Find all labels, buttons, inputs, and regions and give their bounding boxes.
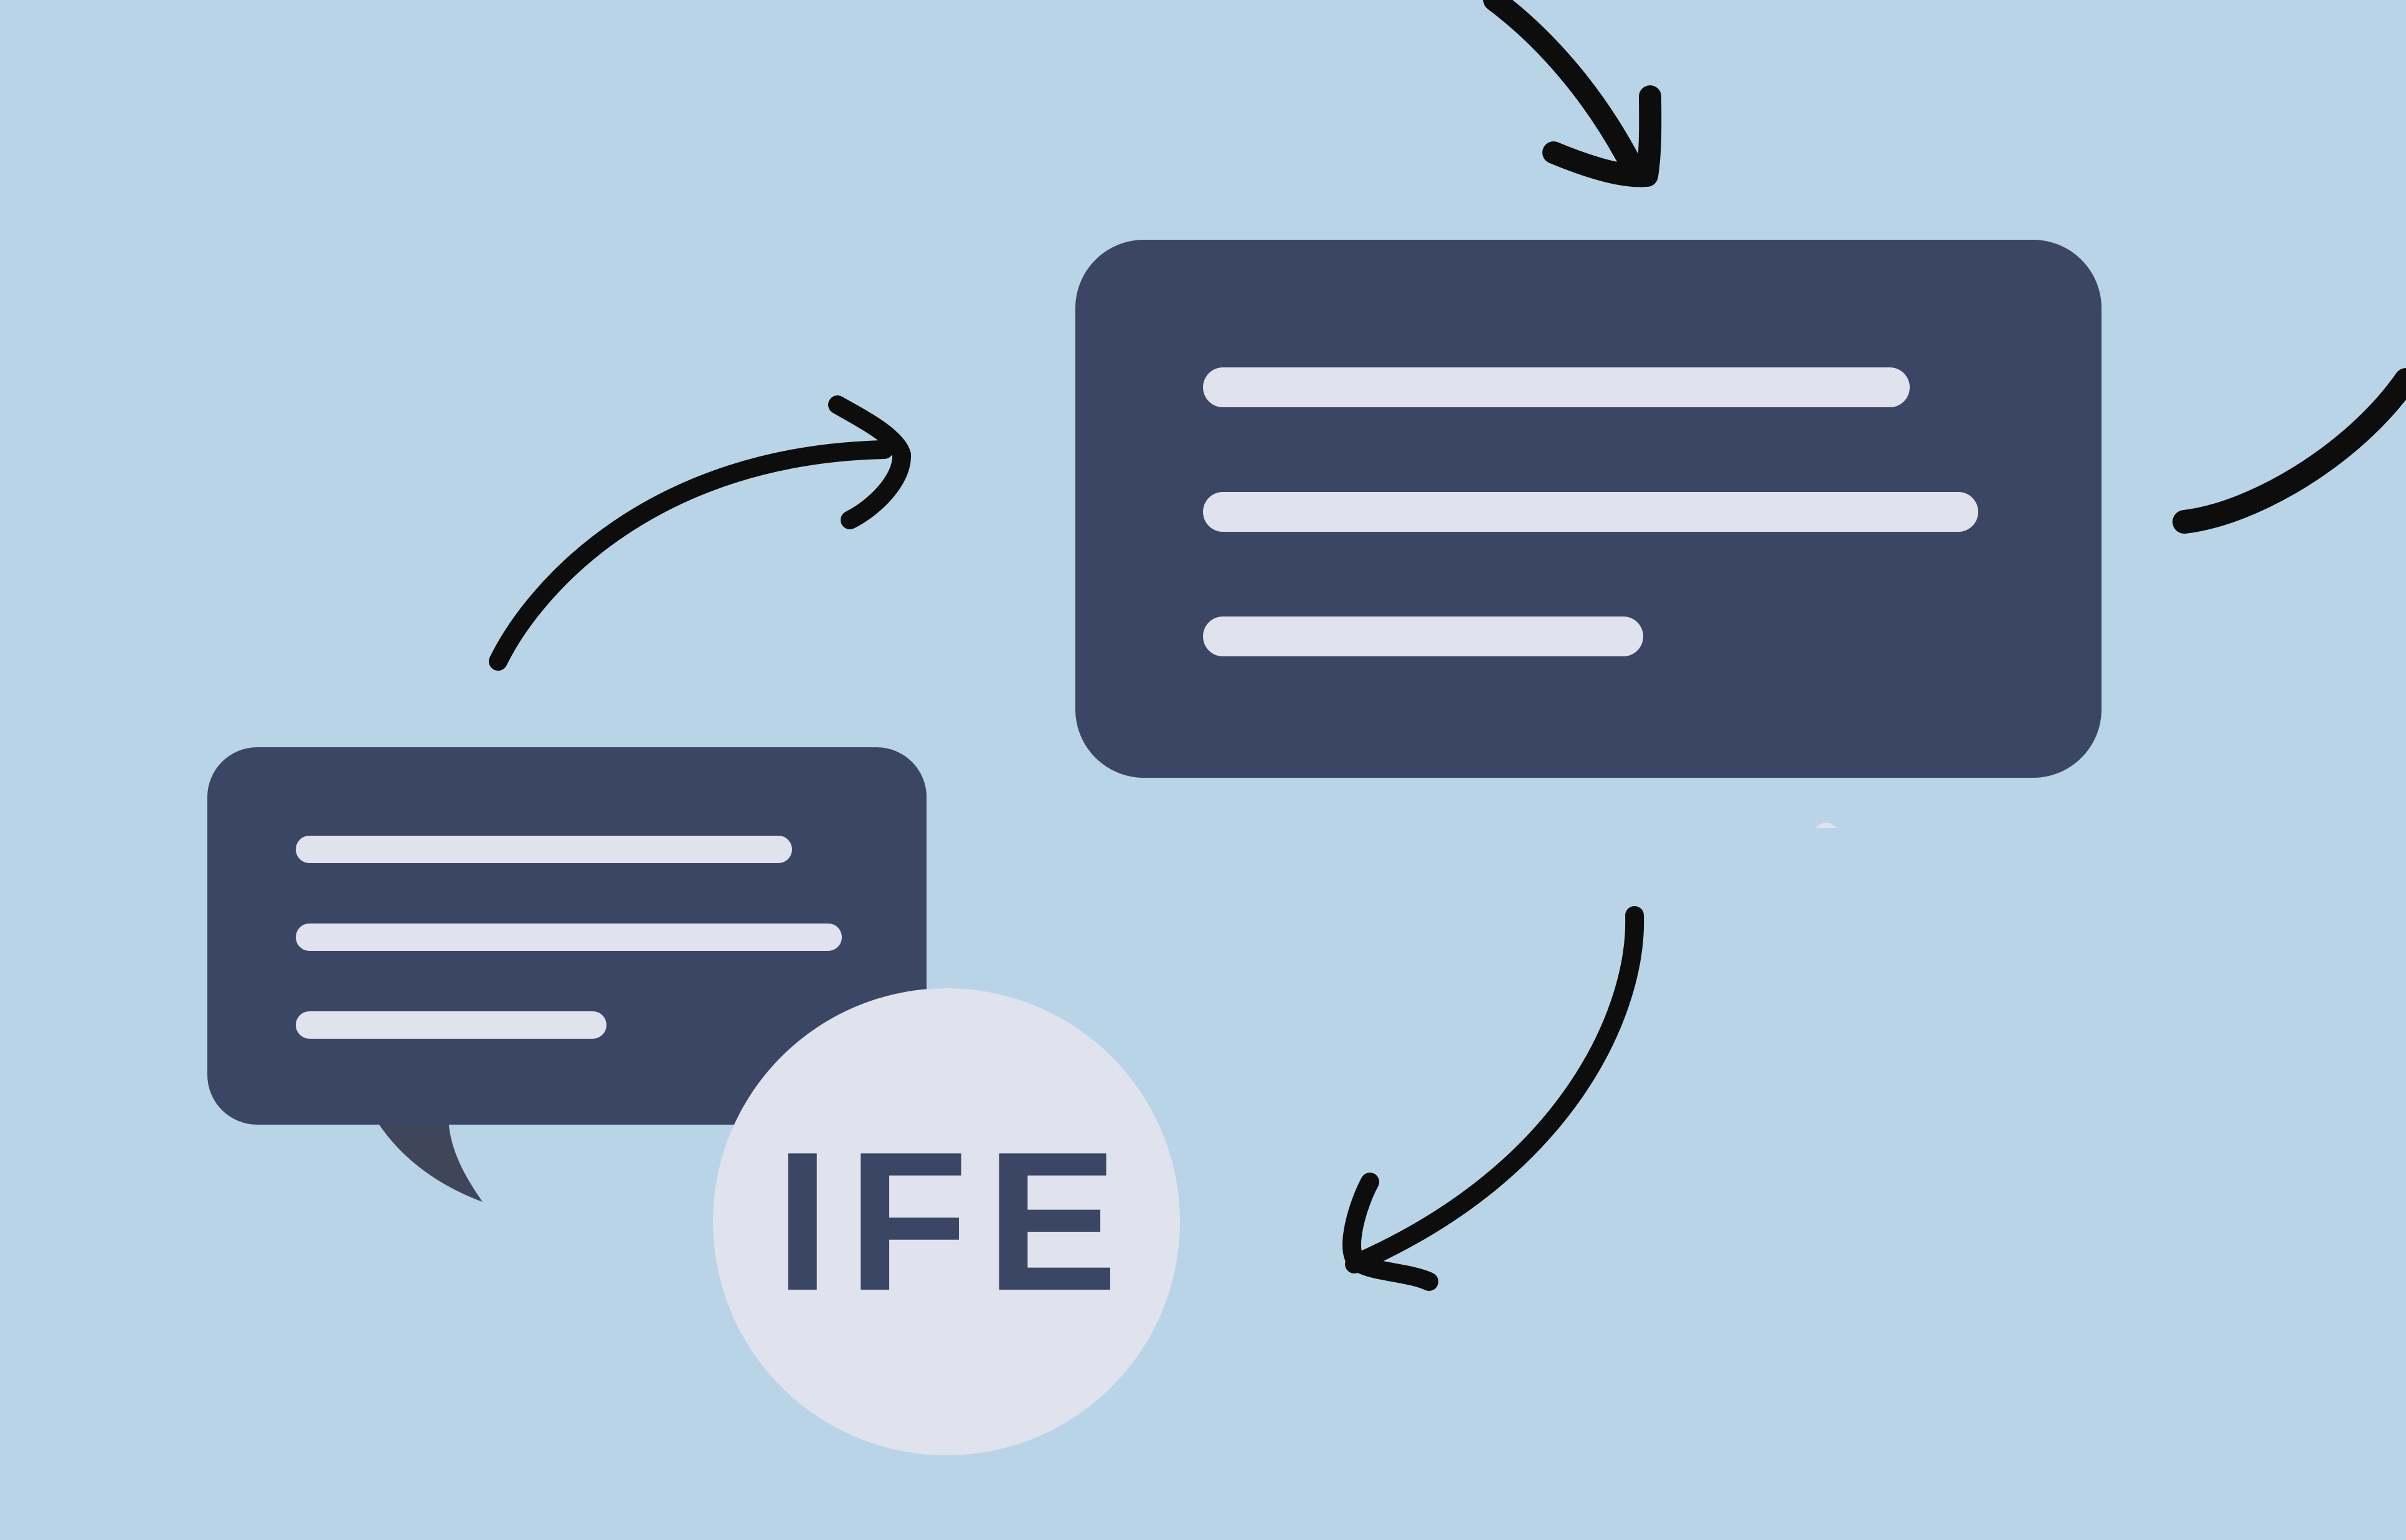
message-line-1 xyxy=(1203,367,1910,407)
ife-badge: IFE xyxy=(713,988,1180,1455)
message-line-2 xyxy=(296,924,842,951)
message-line-3 xyxy=(1203,616,1643,656)
message-line-1 xyxy=(296,836,792,863)
curved-arrow-icon xyxy=(1483,0,1662,187)
message-line-2 xyxy=(1203,492,1978,532)
large-message-card xyxy=(1075,240,2102,778)
curved-arrow-icon xyxy=(489,395,911,671)
badge-label: IFE xyxy=(775,1111,1136,1332)
speck-decoration xyxy=(1815,823,1837,828)
message-line-3 xyxy=(296,1011,606,1039)
curved-line-icon xyxy=(2172,368,2406,534)
curved-arrow-icon xyxy=(1342,906,1644,1291)
